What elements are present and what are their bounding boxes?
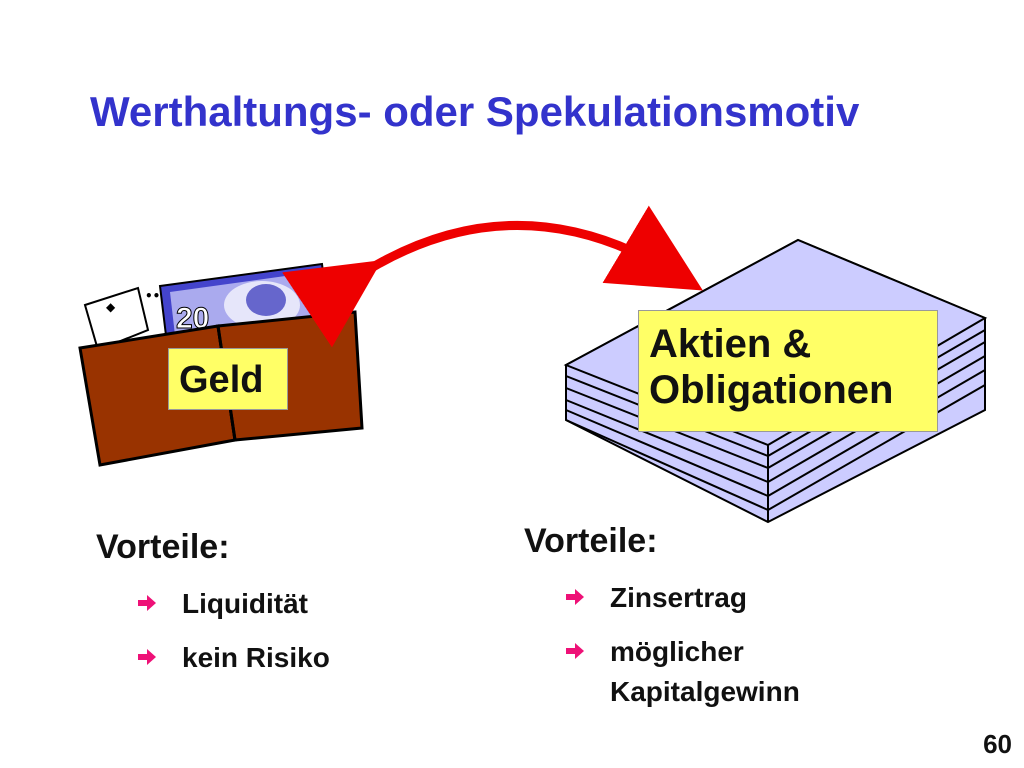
arrow-bullet-icon xyxy=(566,643,584,659)
money-advantage-text: Liquidität xyxy=(182,588,308,619)
exchange-arrow-icon xyxy=(282,205,703,348)
securities-label-line1: Aktien & xyxy=(649,322,812,366)
securities-advantage-text: möglicher xyxy=(610,636,744,667)
securities-advantage-text: Zinsertrag xyxy=(610,582,747,613)
securities-advantages-heading: Vorteile: xyxy=(524,522,658,560)
securities-advantages-list: Zinsertrag möglicher Kapitalgewinn xyxy=(564,578,800,726)
money-advantages-list: Liquidität kein Risiko xyxy=(136,584,330,692)
page-number: 60 xyxy=(983,729,1012,759)
svg-text:◆: ◆ xyxy=(106,300,116,314)
arrow-bullet-icon xyxy=(138,595,156,611)
list-item: kein Risiko xyxy=(136,638,330,678)
list-item: Zinsertrag xyxy=(564,578,800,618)
svg-text:••: •• xyxy=(145,289,160,303)
list-item: Liquidität xyxy=(136,584,330,624)
money-advantages-heading: Vorteile: xyxy=(96,528,230,566)
arrow-bullet-icon xyxy=(138,649,156,665)
money-advantage-text: kein Risiko xyxy=(182,642,330,673)
slide-title: Werthaltungs- oder Spekulationsmotiv xyxy=(90,88,860,135)
securities-advantage-text: Kapitalgewinn xyxy=(610,676,800,707)
list-item: möglicher Kapitalgewinn xyxy=(564,632,800,712)
securities-label-line2: Obligationen xyxy=(649,368,894,412)
arrow-bullet-icon xyxy=(566,589,584,605)
securities-label: Aktien & Obligationen xyxy=(638,310,938,432)
money-label: Geld xyxy=(168,348,288,410)
